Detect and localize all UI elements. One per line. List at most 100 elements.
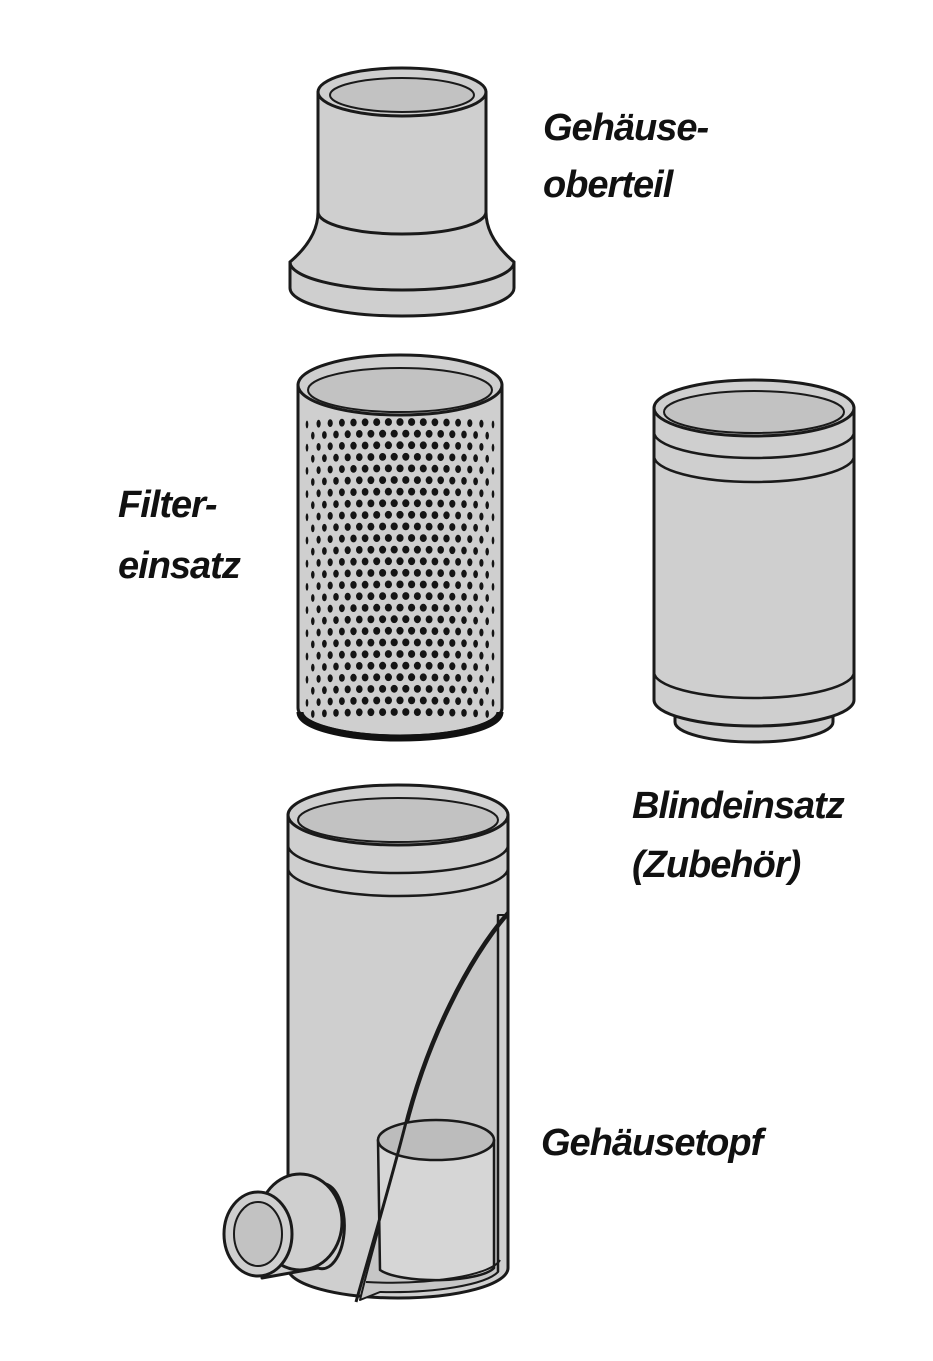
perforation-hole (467, 558, 473, 567)
perforation-hole (425, 569, 433, 577)
perforation-hole (356, 499, 363, 508)
perforation-hole (485, 710, 489, 718)
perforation-hole (333, 546, 339, 555)
perforation-hole (344, 430, 351, 439)
perforation-hole (338, 627, 345, 636)
perforation-hole (361, 418, 369, 427)
perforation-hole (390, 661, 398, 670)
perforation-hole (491, 606, 495, 614)
perforation-hole (425, 545, 433, 554)
perforation-hole (437, 662, 444, 670)
perforation-hole (479, 605, 484, 614)
perforation-hole (461, 662, 467, 671)
perforation-hole (473, 431, 478, 439)
perforation-hole (402, 684, 410, 693)
perforation-hole (431, 696, 439, 705)
perforation-hole (327, 558, 333, 567)
perforation-hole (479, 698, 484, 706)
perforation-hole (373, 487, 381, 496)
perforation-hole (491, 652, 495, 661)
perforation-hole (467, 535, 473, 543)
perforation-hole (425, 685, 433, 693)
perforation-hole (327, 628, 333, 636)
perforation-hole (396, 580, 404, 589)
perforation-hole (333, 616, 339, 624)
perforation-hole (402, 661, 410, 670)
perforation-hole (461, 546, 467, 555)
perforation-hole (419, 580, 427, 589)
perforation-hole (419, 487, 427, 496)
perforation-hole (449, 685, 456, 694)
label-filter-insert-line2: einsatz (118, 545, 241, 587)
perforation-hole (449, 453, 456, 462)
perforation-hole (396, 673, 404, 682)
perforation-hole (431, 627, 439, 635)
perforation-hole (408, 603, 416, 612)
perforation-hole (396, 603, 404, 612)
perforation-hole (367, 685, 375, 693)
perforation-hole (367, 499, 375, 508)
perforation-hole (413, 661, 421, 670)
blind-insert (652, 378, 856, 744)
perforation-hole (467, 674, 473, 683)
perforation-hole (491, 559, 495, 568)
perforation-hole (473, 709, 478, 718)
perforation-hole (419, 696, 427, 705)
perforation-hole (305, 490, 309, 498)
perforation-hole (333, 430, 339, 439)
perforation-hole (413, 615, 421, 624)
perforation-hole (396, 510, 404, 519)
perforation-hole (384, 441, 392, 450)
perforation-hole (425, 476, 433, 485)
perforation-hole (455, 488, 462, 497)
perforation-hole (402, 429, 410, 438)
perforation-hole (327, 535, 333, 543)
perforation-hole (373, 464, 381, 473)
perforation-hole (373, 557, 381, 566)
perforation-hole (491, 536, 495, 545)
perforation-hole (449, 615, 456, 624)
perforation-hole (311, 594, 315, 602)
perforation-hole (322, 663, 327, 671)
perforation-hole (455, 581, 462, 589)
perforation-hole (449, 662, 456, 671)
perforation-hole (479, 559, 484, 567)
perforation-hole (437, 592, 444, 601)
perforation-hole (491, 583, 495, 591)
perforation-hole (461, 430, 467, 439)
perforation-hole (408, 418, 416, 426)
perforation-hole (379, 569, 387, 577)
perforation-hole (367, 638, 375, 647)
perforation-hole (479, 443, 484, 451)
perforation-hole (327, 442, 333, 451)
perforation-hole (390, 499, 398, 508)
perforation-hole (485, 501, 489, 510)
perforation-hole (344, 662, 351, 671)
perforation-hole (455, 604, 462, 613)
perforation-hole (379, 661, 387, 670)
perforation-hole (479, 651, 484, 660)
perforation-hole (467, 419, 473, 427)
perforation-hole (473, 523, 478, 532)
perforation-hole (384, 464, 392, 473)
perforation-hole (491, 443, 495, 452)
perforation-hole (419, 534, 427, 542)
perforation-hole (379, 615, 387, 624)
label-blind-insert-line1: Blindeinsatz (632, 785, 845, 827)
perforation-hole (373, 534, 381, 542)
perforation-hole (437, 708, 444, 717)
perforation-hole (431, 418, 439, 427)
perforation-hole (467, 697, 473, 706)
housing-pot (222, 783, 510, 1303)
perforation-hole (350, 488, 357, 496)
perforation-hole (390, 545, 398, 554)
perforation-hole (311, 640, 315, 649)
perforation-hole (311, 617, 315, 626)
perforation-hole (373, 603, 381, 612)
perforation-hole (311, 431, 315, 440)
perforation-hole (367, 429, 375, 438)
perforation-hole (356, 638, 363, 647)
perforation-hole (356, 476, 363, 485)
perforation-hole (350, 604, 357, 612)
perforation-hole (431, 488, 439, 496)
